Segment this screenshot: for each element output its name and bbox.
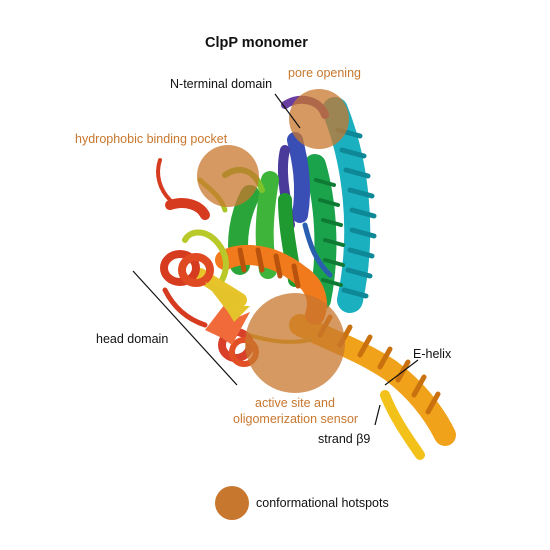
label-hydrophobic-binding-pocket: hydrophobic binding pocket <box>75 132 228 146</box>
label-head-domain: head domain <box>96 332 169 346</box>
legend-hotspot-swatch <box>215 486 249 520</box>
head-strand-arrow <box>205 300 250 345</box>
hotspot-pore-opening <box>289 89 349 149</box>
head-domain-bracket-line <box>132 270 238 386</box>
leader-lines <box>132 93 419 426</box>
figure-title: ClpP monomer <box>205 35 308 51</box>
yellow-strand-arrow <box>205 282 250 322</box>
label-e-helix: E-helix <box>413 347 452 361</box>
hotspot-active-site <box>245 293 345 393</box>
e-helix-leader-line <box>384 359 419 386</box>
hotspot-hydrophobic-pocket <box>197 145 259 207</box>
strand-b9-leader-line <box>374 404 381 426</box>
label-active-site-line2: oligomerization sensor <box>233 412 359 426</box>
label-active-site-line1: active site and <box>255 396 335 410</box>
n-terminal-leader-line <box>274 93 301 129</box>
head-domain-ribbon <box>156 158 259 367</box>
hotspots <box>197 89 349 393</box>
label-pore-opening: pore opening <box>288 66 361 80</box>
label-strand-b9: strand β9 <box>318 432 371 446</box>
label-n-terminal-domain: N-terminal domain <box>170 77 273 91</box>
legend-hotspot-label: conformational hotspots <box>256 496 389 510</box>
